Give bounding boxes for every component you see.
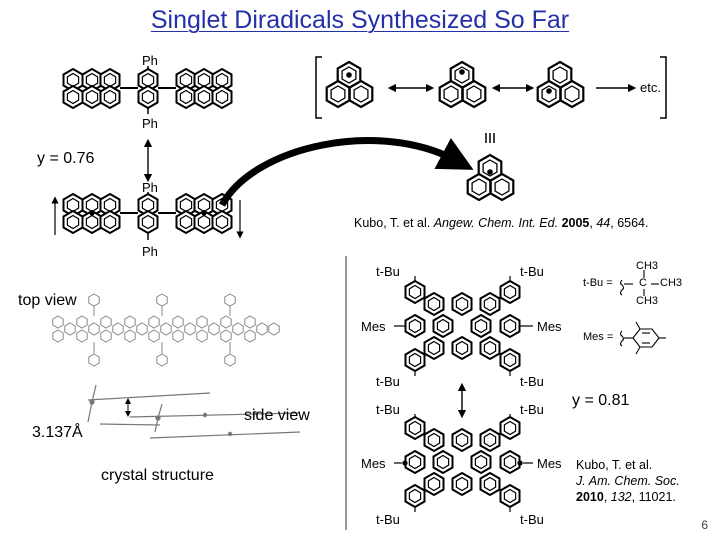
tbu-label-4: t-Bu [520,374,544,389]
crystal-structure-caption: crystal structure [101,467,214,484]
tbu-label-6: t-Bu [520,402,544,417]
lower-molecule-ph-bottom: Ph [142,244,158,259]
crystal-top-view [52,293,280,367]
ref1-journal: Angew. Chem. Int. Ed. [433,216,559,230]
ref2-volume: 132 [610,490,632,504]
distance-label: 3.137Å [32,424,83,441]
lower-molecule [51,192,244,240]
ch3-bottom-label: CH3 [636,295,659,307]
ref2-pages: 11021. [638,490,676,504]
mes-label-1: Mes [361,319,386,334]
lower-molecule-ph-top: Ph [142,180,158,195]
reference-1: Kubo, T. et al. Angew. Chem. Int. Ed. 20… [354,216,649,230]
reference-2: Kubo, T. et al. J. Am. Chem. Soc. 2010, … [576,458,680,504]
side-view-label: side view [244,407,310,424]
tbu-definition-label: t-Bu = [583,277,613,289]
tbu-label-5: t-Bu [376,402,400,417]
zethrene-structure-2 [394,414,533,512]
tbu-definition [619,270,659,296]
ch3-right-label: CH3 [660,277,683,289]
ref1-authors: Kubo, T. et al. [354,216,431,230]
page-number: 6 [701,518,708,532]
mes-definition [619,321,666,355]
quaternary-c-label: C [639,277,647,289]
big-curved-arrow [218,137,474,207]
ref1-year: 2005 [561,216,590,230]
top-view-label: top view [18,292,77,309]
etc-label: etc. [640,80,661,95]
mes-definition-label: Mes = [583,331,614,343]
crystal-side-view [87,384,301,439]
zethrene-y-value: y = 0.81 [572,392,630,409]
top-molecule [62,66,233,114]
tbu-label-3: t-Bu [376,374,400,389]
ch3-top-label: CH3 [636,260,659,272]
ref1-volume: 44 [596,216,611,230]
phenalenyl-resonance [315,56,667,202]
ref2-year: 2010 [576,490,604,504]
slide-title: Singlet Diradicals Synthesized So Far [150,6,570,34]
mes-label-2: Mes [537,319,562,334]
zethrene-structure-1 [345,256,533,530]
tbu-label-1: t-Bu [376,264,400,279]
top-molecule-ph-bottom: Ph [142,116,158,131]
tbu-label-2: t-Bu [520,264,544,279]
tbu-label-7: t-Bu [376,512,400,527]
top-molecule-ph-top: Ph [142,53,158,68]
ref1-pages: 6564. [617,216,649,230]
tbu-label-8: t-Bu [520,512,544,527]
ref2-authors: Kubo, T. et al. [576,458,653,472]
mes-label-4: Mes [537,456,562,471]
ref2-journal: J. Am. Chem. Soc. [576,474,680,488]
top-molecule-y-value: y = 0.76 [37,150,95,167]
mes-label-3: Mes [361,456,386,471]
